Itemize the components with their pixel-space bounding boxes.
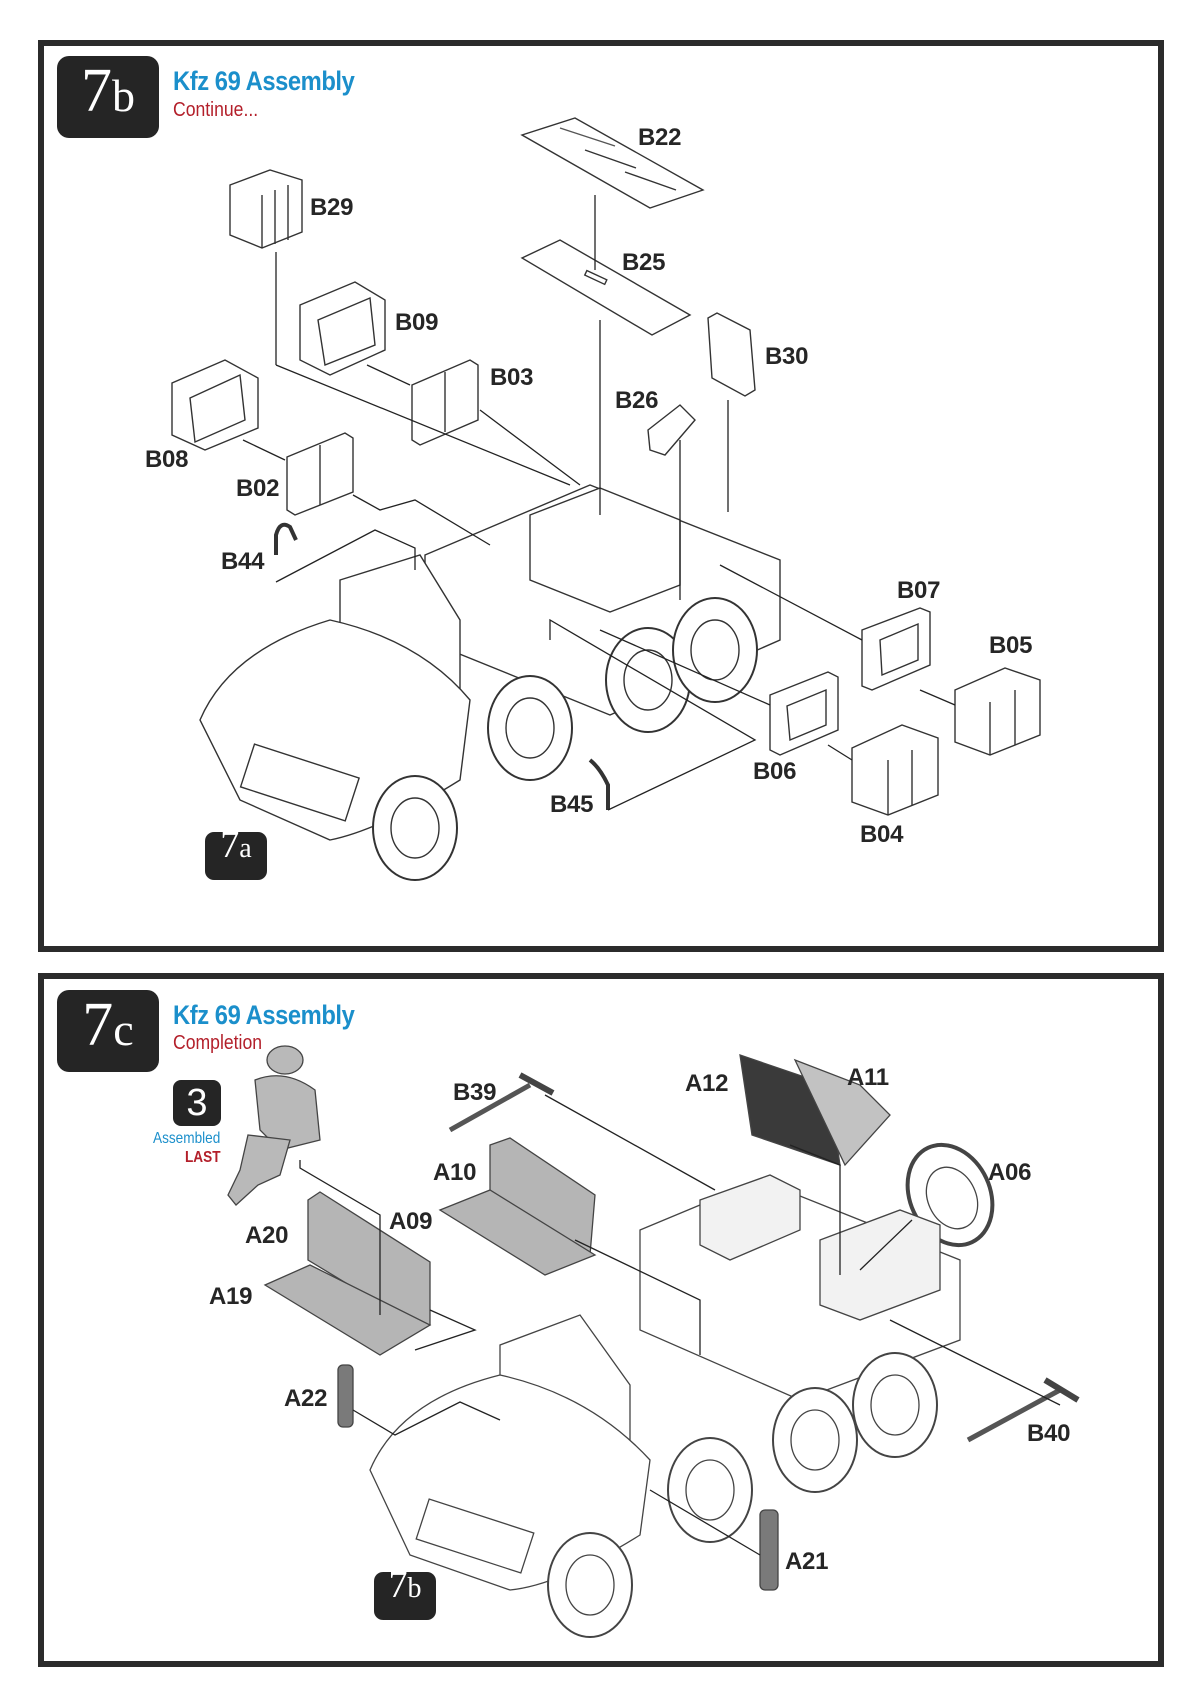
step-title: Kfz 69 Assembly — [173, 66, 355, 96]
part-label-b29: B29 — [310, 194, 354, 221]
part-b22-strip — [520, 117, 705, 209]
part-label-a11: A11 — [847, 1064, 889, 1091]
part-b39-rod — [448, 1072, 555, 1133]
part-b30-bracket — [707, 312, 756, 397]
part-a21-roll — [759, 1509, 779, 1591]
part-label-a12: A12 — [685, 1070, 729, 1097]
part-b26-cover — [647, 404, 696, 456]
part-label-b44: B44 — [221, 548, 265, 575]
vehicle-body-7b — [199, 484, 781, 881]
step-title: Kfz 69 Assembly — [173, 1000, 355, 1030]
part-label-b30: B30 — [765, 343, 809, 370]
part-a10-bench — [438, 1137, 597, 1276]
step-subtitle: Completion — [173, 1032, 263, 1054]
part-label-b40: B40 — [1027, 1420, 1071, 1447]
part-b06-frame — [769, 671, 839, 756]
part-label-b25: B25 — [622, 249, 666, 276]
part-b29-box — [229, 169, 303, 249]
part-label-b04: B04 — [860, 821, 904, 848]
last-note: LAST — [185, 1149, 221, 1166]
part-label-b26: B26 — [615, 387, 659, 414]
part-label-b07: B07 — [897, 577, 941, 604]
part-b04-canisters — [851, 724, 939, 816]
part-label-a20: A20 — [245, 1222, 289, 1249]
part-label-b02: B02 — [236, 475, 280, 502]
part-b03-doors — [411, 359, 479, 446]
step-subtitle: Continue... — [173, 99, 259, 121]
part-b45-hose — [588, 758, 610, 810]
part-b09-frame — [299, 281, 386, 376]
part-label-b03: B03 — [490, 364, 534, 391]
figure-count-badge: 3 — [173, 1080, 221, 1126]
part-seated-figure — [227, 1045, 321, 1206]
part-b25-plate — [520, 239, 692, 336]
part-label-b39: B39 — [453, 1079, 497, 1106]
part-label-b09: B09 — [395, 309, 439, 336]
part-a22-roll — [337, 1364, 354, 1428]
part-a12-a11-seat — [739, 1054, 891, 1167]
part-label-a09: A09 — [389, 1208, 433, 1235]
step-badge-7b: 7b — [57, 56, 159, 138]
part-b07-frame — [861, 607, 931, 691]
step-badge-7c: 7c — [57, 990, 159, 1072]
part-b44-hose — [274, 522, 298, 555]
vehicle-body-7c — [369, 1174, 961, 1638]
part-label-a22: A22 — [284, 1385, 328, 1412]
part-label-a10: A10 — [433, 1159, 477, 1186]
reference-badge-7a: 7a — [205, 826, 267, 880]
leader-lines-7b — [242, 195, 956, 811]
part-b02-doors — [286, 432, 354, 516]
leader-lines-7c — [299, 1094, 1061, 1556]
part-label-a06: A06 — [988, 1159, 1032, 1186]
part-label-b22: B22 — [638, 124, 682, 151]
part-b40-rod — [966, 1377, 1080, 1443]
part-label-b08: B08 — [145, 446, 189, 473]
part-b08-frame — [171, 359, 259, 451]
part-label-b45: B45 — [550, 791, 594, 818]
part-label-a21: A21 — [785, 1548, 829, 1575]
part-b05-canisters — [954, 667, 1041, 756]
part-label-b06: B06 — [753, 758, 797, 785]
part-a20-a19-bench — [263, 1191, 432, 1356]
part-label-a19: A19 — [209, 1283, 253, 1310]
part-label-b05: B05 — [989, 632, 1033, 659]
part-a06-spare-wheel — [905, 1142, 995, 1248]
reference-badge-7b: 7b — [374, 1566, 436, 1620]
assembled-note: Assembled — [153, 1130, 221, 1147]
